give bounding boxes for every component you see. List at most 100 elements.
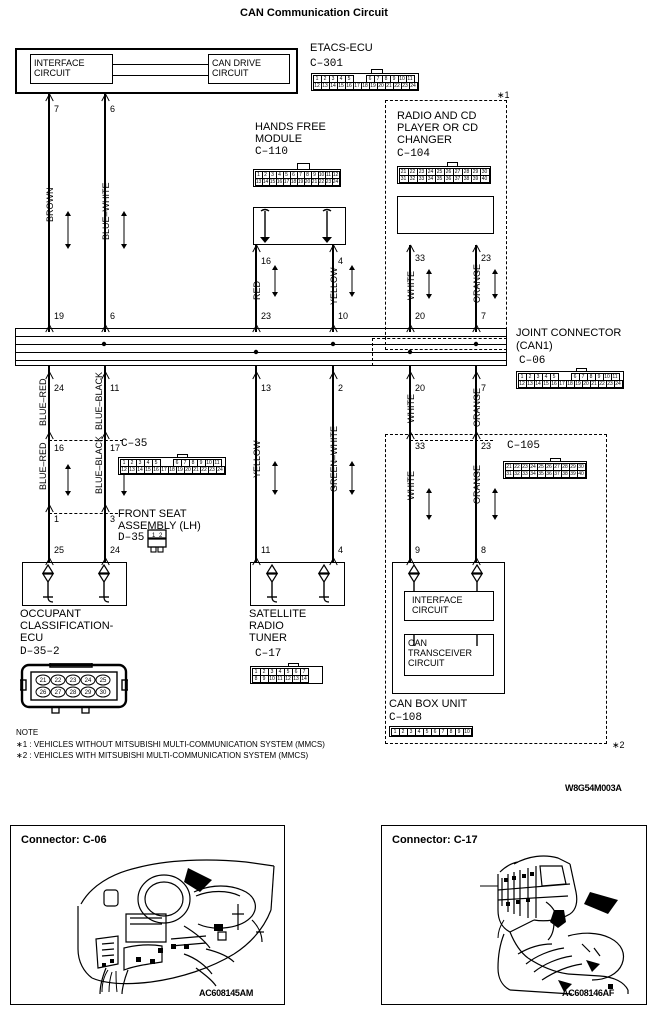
mmcs-without-region [385, 100, 507, 350]
wire-pin-label: 33 [415, 253, 426, 263]
wire-pin-label: 11 [261, 545, 271, 555]
wire-pin-label: 7 [481, 311, 487, 321]
occupant-ecu-connector-shell[interactable]: 21 22 23 24 25 26 27 28 29 30 [20, 663, 128, 719]
bus-line-4 [15, 360, 507, 361]
connector-row-bottom: 31 32 33 34 35 36 37 38 39 40 [504, 469, 586, 478]
svg-text:23: 23 [70, 678, 77, 684]
radio-cd-name: RADIO AND CD PLAYER OR CD CHANGER [397, 110, 479, 146]
satellite-tuner-block [250, 562, 345, 606]
wire-color-label: ORANGE [472, 464, 482, 504]
satellite-connector-pinout[interactable]: 1 2 3 4 5 6 7 8 9 10 11 12 13 14 [250, 666, 323, 684]
can-box-transceiver-circuit-label: CAN TRANSCEIVER CIRCUIT [408, 638, 473, 668]
can-box-transceiver-circuit-box [404, 634, 494, 676]
wire-pin-label: 9 [415, 545, 421, 555]
wire-pin-label: 2 [338, 383, 344, 393]
pin: 24 [215, 465, 225, 474]
wire-blue-red-lower [48, 432, 50, 506]
etacs-ecu-connector-id: C–301 [310, 58, 344, 70]
svg-text:2: 2 [159, 533, 163, 539]
can-box-internal-symbols [392, 562, 505, 694]
satellite-tuner-internal-symbols [250, 562, 345, 606]
connector-photo-c17-code: AC608146AF [562, 988, 615, 998]
etacs-connector-pinout[interactable]: 1 2 3 4 5 6 7 8 9 10 11 12 13 14 15 16 1… [311, 73, 419, 91]
wire-color-label: BLUE–RED [38, 378, 48, 426]
pin: 10 [462, 727, 472, 736]
wire-pin-label: 24 [110, 545, 121, 555]
c35-connector-id: C–35 [121, 438, 148, 450]
radio-cd-connector-pinout[interactable]: 21 22 23 24 25 26 27 28 29 30 31 32 33 3… [397, 166, 491, 184]
etacs-internal-link-1 [113, 64, 208, 65]
wire-color-label: WHITE [406, 394, 416, 423]
wire-blue-black-upper [104, 366, 106, 432]
etacs-interface-circuit-label: INTERFACE CIRCUIT [34, 58, 85, 78]
wire-direction-arrows [271, 264, 279, 298]
wire-pin-label: 16 [261, 256, 272, 266]
star-2-marker: ∗2 [612, 740, 625, 750]
wire-pin-label: 19 [54, 311, 65, 321]
satellite-tuner-name: SATELLITE RADIO TUNER [249, 608, 307, 644]
wire-direction-arrows [271, 460, 279, 496]
wire-direction-arrows [425, 268, 433, 300]
can-box-unit-block [392, 562, 505, 694]
connector-row-bottom: 12 13 14 15 16 17 18 19 20 21 22 23 24 [517, 379, 623, 388]
wire-white-upper [409, 245, 411, 332]
wire-pin-label: 4 [338, 545, 344, 555]
wire-direction-arrows [120, 210, 128, 250]
etacs-can-drive-circuit-box [208, 54, 290, 84]
hands-free-connector-pinout[interactable]: 1 2 3 4 5 6 7 8 9 10 11 12 13 14 15 16 1… [253, 169, 341, 187]
wire-pin-label: 7 [481, 383, 487, 393]
pin: 24 [408, 81, 418, 90]
svg-text:24: 24 [85, 678, 92, 684]
wire-red [255, 245, 257, 332]
wire-pin-label: 23 [261, 311, 272, 321]
pin: 40 [479, 174, 490, 183]
wire-color-label: BLUE–RED [38, 442, 48, 490]
bus-line-3 [15, 352, 507, 353]
can-box-interface-circuit-label: INTERFACE CIRCUIT [412, 595, 463, 615]
mmcs-without-region-bus [372, 338, 507, 366]
front-seat-assembly-name: FRONT SEAT ASSEMBLY (LH) [118, 508, 201, 532]
pin: 14 [299, 674, 309, 683]
wire-color-label: BLUE–BLACK [94, 435, 104, 494]
wire-blue-red-bottom [48, 505, 50, 562]
wire-color-label: WHITE [406, 471, 416, 500]
wire-color-label: YELLOW [252, 440, 262, 478]
connector-photo-c17: Connector: C-17 [381, 825, 647, 1005]
satellite-tuner-connector-id: C–17 [255, 648, 282, 660]
wire-pin-label: 6 [110, 104, 116, 114]
wire-pin-label: 13 [261, 383, 272, 393]
wire-pin-label: 33 [415, 441, 426, 451]
occupant-ecu-block [22, 562, 127, 606]
mmcs-with-region [385, 434, 607, 744]
wire-pin-label: 3 [110, 514, 116, 524]
can-box-connector-pinout[interactable]: 1 2 3 4 5 6 7 8 9 10 [389, 726, 473, 737]
console-illustration [442, 844, 642, 996]
connector-photo-c06: Connector: C-06 [10, 825, 285, 1005]
svg-text:30: 30 [100, 690, 107, 696]
can-box-connector-id: C–108 [389, 712, 423, 724]
connector-row-bottom: 12 13 14 15 16 17 18 19 20 21 22 23 24 [119, 465, 225, 474]
wire-yellow [332, 245, 334, 332]
svg-text:1: 1 [152, 533, 156, 539]
can-box-interface-circuit-box [404, 591, 494, 621]
c105-connector-pinout[interactable]: 21 22 23 24 25 26 27 28 29 30 31 32 33 3… [503, 461, 587, 479]
wire-blue-black-lower [104, 432, 106, 506]
joint-connector-name2: (CAN1) [516, 340, 553, 352]
c35-connector-pinout[interactable]: 1 2 3 4 5 6 7 8 9 10 11 12 13 14 15 16 1… [118, 457, 226, 475]
wire-blue-white [104, 94, 106, 332]
wire-pin-label: 20 [415, 311, 426, 321]
dashboard-illustration [66, 844, 281, 994]
etacs-can-drive-circuit-label: CAN DRIVE CIRCUIT [212, 58, 262, 78]
note-line-1: ∗1 : VEHICLES WITHOUT MITSUBISHI MULTI-C… [16, 740, 325, 749]
wire-blue-black-bottom [104, 505, 106, 562]
wire-direction-arrows [425, 487, 433, 521]
radio-cd-connector-id: C–104 [397, 148, 431, 160]
joint-connector-pinout[interactable]: 1 2 3 4 5 6 7 8 9 10 11 12 13 14 15 16 1… [516, 371, 624, 389]
front-seat-connector-id: D–35 [118, 532, 145, 544]
wire-direction-arrows [348, 460, 356, 496]
wire-orange-upper [475, 245, 477, 332]
wire-pin-label: 8 [481, 545, 487, 555]
diagram-reference-code: W8G54M003A [565, 783, 622, 793]
c35-dashed-link-upper [49, 440, 123, 441]
wire-pin-label: 17 [110, 443, 121, 453]
